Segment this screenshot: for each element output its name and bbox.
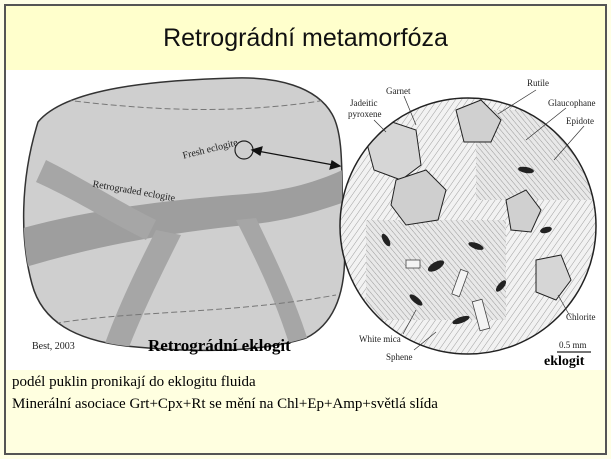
- label-glaucophane: Glaucophane: [548, 98, 595, 108]
- slide: Retrográdní metamorfóza: [4, 4, 607, 455]
- label-chlorite: Chlorite: [566, 312, 596, 322]
- label-sphene: Sphene: [386, 352, 413, 362]
- body-line-2: Minerální asociace Grt+Cpx+Rt se mění na…: [12, 396, 438, 413]
- eclogite-block: [16, 78, 351, 355]
- label-jadeitic: Jadeitic: [350, 98, 378, 108]
- label-white-mica: White mica: [359, 334, 401, 344]
- title-bar: Retrográdní metamorfóza: [6, 6, 605, 70]
- citation: Best, 2003: [32, 341, 75, 352]
- label-epidote: Epidote: [566, 116, 594, 126]
- body-line-1: podél puklin pronikají do eklogitu fluid…: [12, 374, 256, 391]
- figure-panel: Fresh eclogite Retrograded eclogite Garn…: [6, 70, 605, 370]
- label-scale: 0.5 mm: [559, 340, 587, 350]
- label-rutile: Rutile: [527, 78, 549, 88]
- label-garnet: Garnet: [386, 86, 411, 96]
- thin-section-micrograph: [340, 98, 596, 354]
- caption-retrograded-eclogite: Retrográdní eklogit: [148, 336, 291, 356]
- label-pyroxene: pyroxene: [348, 109, 382, 119]
- caption-eclogite: eklogit: [544, 354, 584, 370]
- slide-title: Retrográdní metamorfóza: [163, 24, 448, 53]
- figure-illustration: [6, 70, 605, 370]
